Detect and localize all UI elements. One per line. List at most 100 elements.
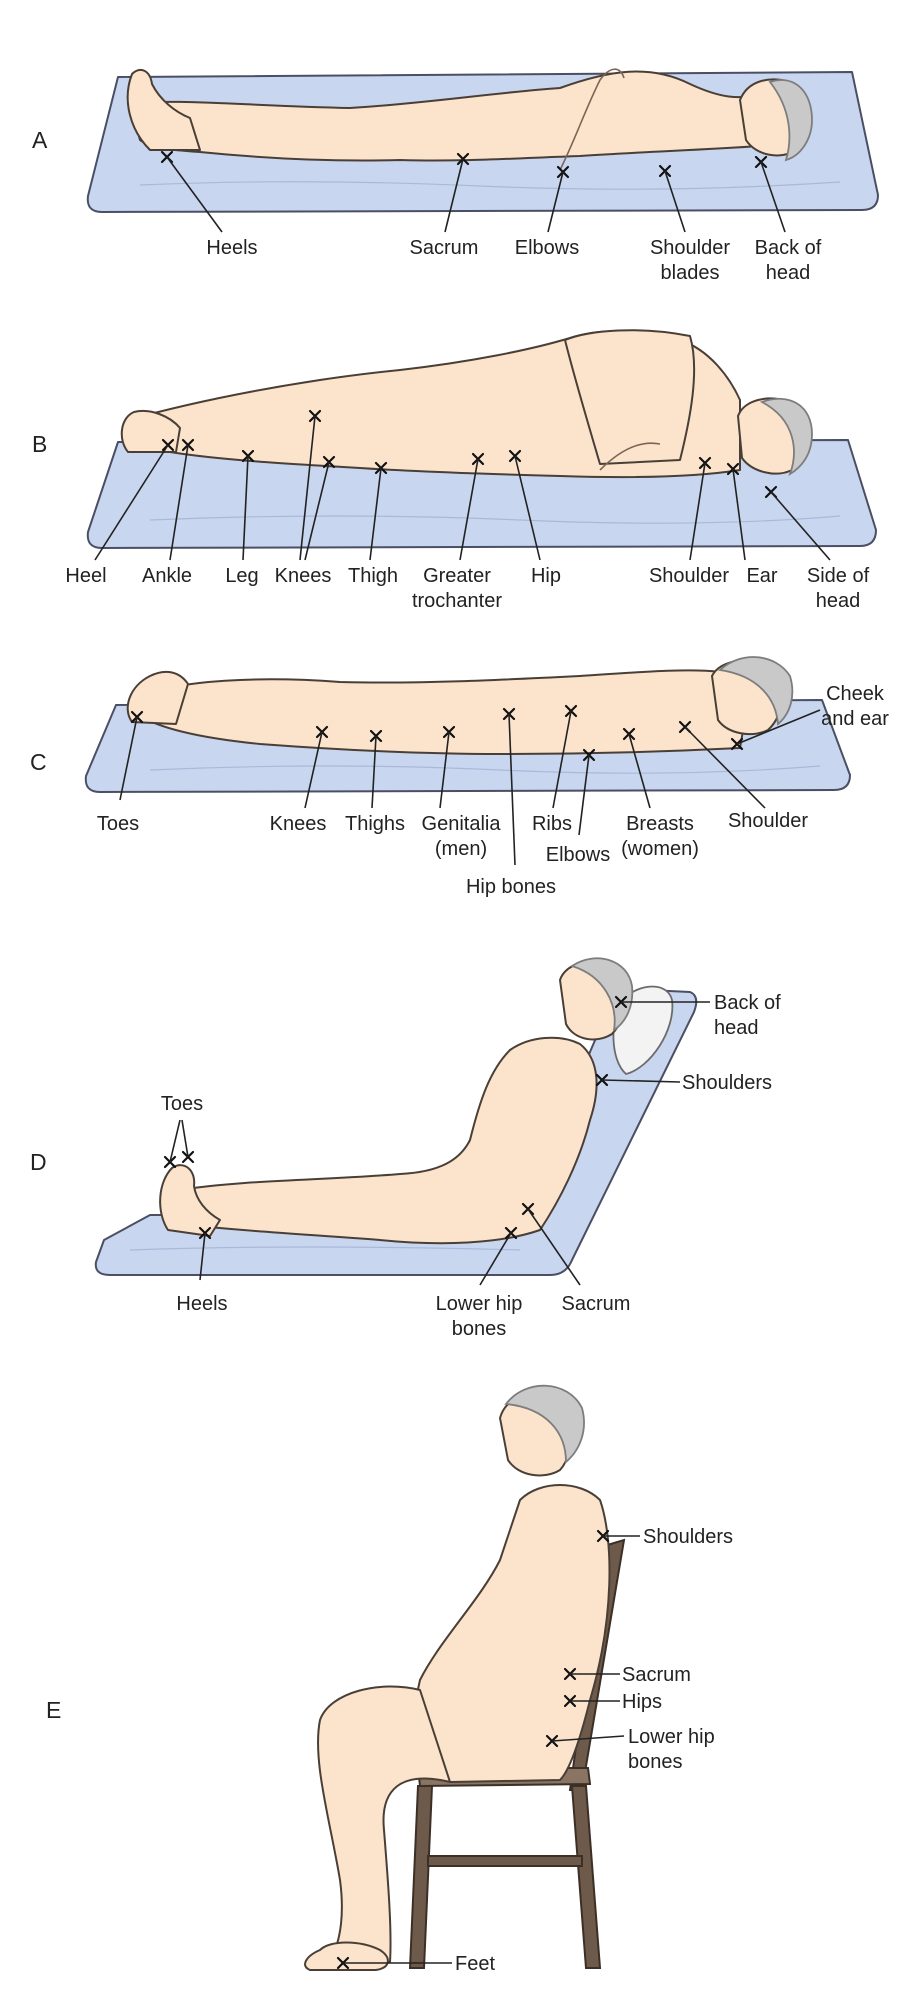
label-lower-hip-bones-e-line2: bones — [628, 1751, 683, 1773]
leader-sacrum-a — [444, 158, 464, 233]
leader-breasts-c — [628, 733, 651, 809]
label-hips-e: Hips — [622, 1691, 662, 1713]
label-heel-b: Heel — [65, 565, 106, 587]
label-sacrum-e: Sacrum — [622, 1664, 691, 1686]
label-cheek-and-ear-c-line1: Cheek — [826, 683, 885, 705]
label-cheek-and-ear-c-line2: and ear — [821, 708, 889, 730]
leader-shoulders-d — [601, 1079, 681, 1083]
label-lower-hip-bones-e-line1: Lower hip — [628, 1726, 715, 1748]
panel-d: D Toes Heels Lower hip bones Sacrum Shou… — [30, 957, 781, 1340]
leader-knees-lower-b — [304, 461, 330, 561]
label-hip-bones-c: Hip bones — [466, 876, 556, 898]
label-elbows-a: Elbows — [515, 237, 579, 259]
label-thigh-b: Thigh — [348, 565, 398, 587]
patient-hair-a — [768, 79, 813, 162]
panel-a: A Heels Sacrum Elbows Shoulder blades Ba… — [32, 68, 879, 284]
label-lower-hip-bones-d-line1: Lower hip — [436, 1293, 523, 1315]
chair-back-leg — [570, 1785, 602, 1969]
patient-hair-e — [504, 1384, 585, 1464]
leader-elbows-a — [547, 171, 564, 233]
leader-lower-hip-bones-d — [479, 1232, 512, 1286]
leader-genitalia-c — [439, 731, 450, 809]
label-heels-a: Heels — [206, 237, 257, 259]
panel-letter-b: B — [32, 431, 47, 457]
label-back-of-head-a-line2: head — [766, 262, 811, 284]
label-shoulder-b: Shoulder — [649, 565, 729, 587]
leader-heels-a — [166, 156, 223, 233]
label-ear-b: Ear — [746, 565, 777, 587]
label-leg-b: Leg — [225, 565, 258, 587]
leader-heel-b — [94, 444, 169, 561]
panel-b: B Heel Ankle Leg — [32, 329, 877, 612]
leader-thigh-b — [369, 467, 382, 561]
leader-leg-b — [242, 455, 249, 561]
leader-back-of-head-a — [760, 161, 786, 233]
mattress-c-texture — [149, 765, 821, 774]
leader-ribs-c — [552, 710, 572, 809]
label-back-of-head-d-line2: head — [714, 1017, 759, 1039]
label-genitalia-c-line2: (men) — [435, 838, 487, 860]
leader-toes-left-d — [169, 1119, 181, 1163]
patient-upper-side-b — [564, 329, 696, 465]
label-back-of-head-d-line1: Back of — [714, 992, 781, 1014]
label-shoulders-e: Shoulders — [643, 1526, 733, 1548]
label-hip-b: Hip — [531, 565, 561, 587]
label-ribs-c: Ribs — [532, 813, 572, 835]
label-lower-hip-bones-d-line2: bones — [452, 1318, 507, 1340]
patient-body-c — [139, 669, 751, 755]
label-toes-c: Toes — [97, 813, 139, 835]
patient-hair-d — [569, 957, 634, 1032]
leader-heels-d — [199, 1232, 206, 1281]
patient-feet-a — [126, 68, 201, 151]
label-shoulder-blades-a-line1: Shoulder — [650, 237, 730, 259]
leader-thighs-c — [371, 735, 377, 809]
label-knees-b: Knees — [275, 565, 332, 587]
label-thighs-c: Thighs — [345, 813, 405, 835]
leader-shoulder-blades-a — [664, 170, 686, 233]
label-shoulder-c: Shoulder — [728, 810, 808, 832]
patient-feet-d — [159, 1164, 221, 1237]
panel-letter-a: A — [32, 127, 48, 153]
label-breasts-c-line2: (women) — [621, 838, 699, 860]
patient-arm-b — [599, 442, 661, 471]
patient-feet-c — [126, 670, 189, 725]
leader-shoulder-b — [689, 462, 706, 561]
mattress-d-texture — [129, 1246, 521, 1251]
label-knees-c: Knees — [270, 813, 327, 835]
leader-elbows-c — [578, 754, 590, 836]
leader-lower-hip-bones-e — [551, 1735, 625, 1742]
mattress-b-texture — [149, 515, 841, 524]
label-shoulders-d: Shoulders — [682, 1072, 772, 1094]
leader-ankle-b — [169, 444, 189, 561]
patient-body-d — [179, 1036, 598, 1245]
leader-side-of-head-b — [770, 491, 831, 561]
panel-letter-e: E — [46, 1697, 61, 1723]
label-sacrum-a: Sacrum — [410, 237, 479, 259]
label-elbows-c: Elbows — [546, 844, 610, 866]
label-greater-trochanter-b-line2: trochanter — [412, 590, 502, 612]
patient-torso-e — [415, 1484, 611, 1783]
panel-c: C Toes Knees Thighs Genitalia (men) — [30, 656, 889, 898]
panel-letter-d: D — [30, 1149, 47, 1175]
leader-ear-b — [732, 468, 746, 561]
label-side-of-head-b-line1: Side of — [807, 565, 870, 587]
leader-toes-right-d — [181, 1119, 189, 1158]
label-genitalia-c-line1: Genitalia — [422, 813, 502, 835]
panel-letter-c: C — [30, 749, 47, 775]
leader-greater-trochanter-b — [459, 458, 479, 561]
label-feet-e: Feet — [455, 1953, 495, 1975]
label-greater-trochanter-b-line1: Greater — [423, 565, 491, 587]
label-shoulder-blades-a-line2: blades — [661, 262, 720, 284]
label-heels-d: Heels — [176, 1293, 227, 1315]
label-breasts-c-line1: Breasts — [626, 813, 694, 835]
leader-cheek-and-ear-c — [736, 709, 821, 745]
label-toes-d: Toes — [161, 1093, 203, 1115]
patient-hair-c — [717, 656, 794, 726]
leader-sacrum-d — [527, 1208, 581, 1286]
leader-toes-c — [119, 716, 138, 801]
mattress-a-texture — [139, 181, 841, 190]
patient-arm-a — [559, 68, 625, 171]
label-side-of-head-b-line2: head — [816, 590, 861, 612]
label-back-of-head-a-line1: Back of — [755, 237, 822, 259]
